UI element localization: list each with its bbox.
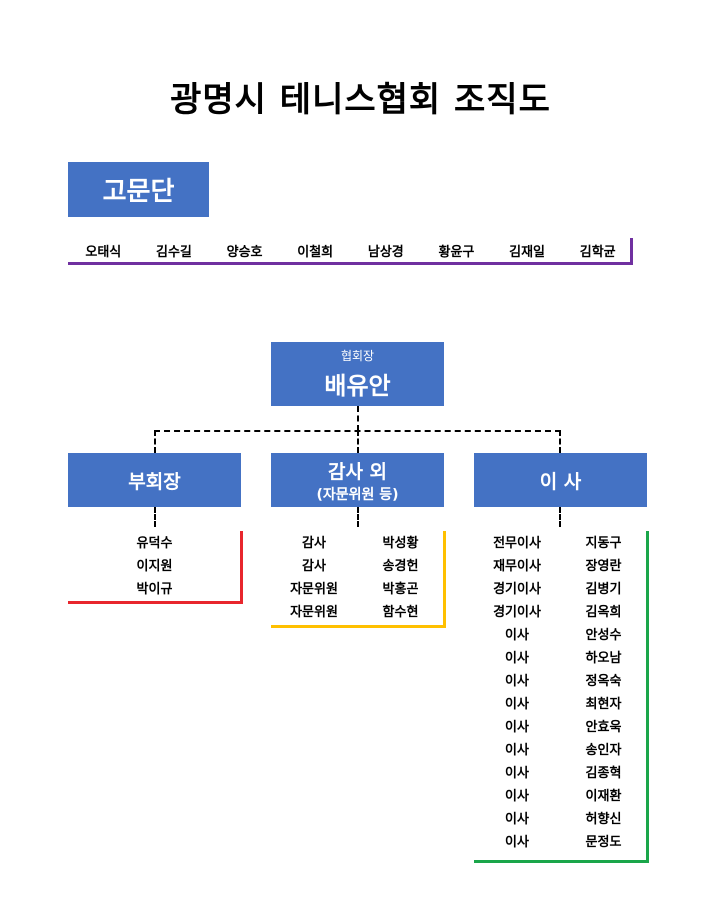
connector-director-members — [559, 507, 561, 527]
audit-member-list: 감사 박성황 감사 송경헌 자문위원 박홍곤 자문위원 함수현 — [271, 532, 444, 624]
director-member-role: 전무이사 — [493, 536, 541, 551]
president-name: 배유안 — [324, 372, 391, 400]
director-member-name: 허향신 — [585, 812, 622, 827]
director-member-role: 이사 — [505, 789, 529, 804]
director-member-row: 이사 문정도 — [474, 831, 647, 854]
advisor-member-list: 오태식 김수길 양승호 이철희 남상경 황윤구 김재일 김학균 — [68, 241, 633, 261]
vice-president-label: 부회장 — [128, 470, 181, 493]
connector-audit-members — [357, 507, 359, 527]
audit-box: 감사 외 (자문위원 등) — [271, 453, 444, 507]
advisor-member: 김수길 — [155, 245, 192, 260]
vice-underline — [68, 601, 243, 604]
advisor-member: 남상경 — [367, 245, 404, 260]
connector-to-vice — [154, 430, 156, 453]
connector-president-down — [357, 406, 359, 431]
audit-member-role: 감사 — [302, 536, 326, 551]
vice-member-list: 유덕수 이지원 박이규 — [68, 532, 241, 601]
director-member-role: 이사 — [505, 766, 529, 781]
director-member-name: 안효욱 — [585, 720, 622, 735]
director-member-name: 안성수 — [585, 628, 622, 643]
page-title: 광명시 테니스협회 조직도 — [170, 80, 551, 120]
director-member-role: 이사 — [505, 651, 529, 666]
director-member-row: 이사 안효욱 — [474, 716, 647, 739]
audit-bracket — [443, 531, 446, 628]
director-bracket — [646, 531, 649, 863]
director-underline — [474, 860, 649, 863]
director-member-row: 경기이사 김옥희 — [474, 601, 647, 624]
president-role: 협회장 — [340, 349, 375, 363]
president-box: 협회장 배유안 — [271, 342, 444, 406]
audit-member-role: 자문위원 — [290, 582, 338, 597]
vice-member: 이지원 — [136, 559, 173, 574]
audit-member-row: 자문위원 박홍곤 — [271, 578, 444, 601]
director-member-role: 이사 — [505, 720, 529, 735]
director-member-name: 하오남 — [585, 651, 622, 666]
audit-member-role: 자문위원 — [290, 605, 338, 620]
director-member-role: 이사 — [505, 743, 529, 758]
audit-member-name: 함수현 — [382, 605, 419, 620]
director-member-role: 경기이사 — [493, 582, 541, 597]
director-member-row: 재무이사 장영란 — [474, 555, 647, 578]
vice-member: 박이규 — [136, 582, 173, 597]
director-member-row: 이사 허향신 — [474, 808, 647, 831]
audit-label: 감사 외 — [327, 460, 388, 483]
director-member-role: 이사 — [505, 697, 529, 712]
director-member-row: 이사 최현자 — [474, 693, 647, 716]
director-member-name: 장영란 — [585, 559, 622, 574]
director-member-row: 이사 김종혁 — [474, 762, 647, 785]
director-member-name: 김옥희 — [585, 605, 622, 620]
connector-vice-members — [154, 507, 156, 527]
advisor-member: 이철희 — [297, 245, 334, 260]
audit-sublabel: (자문위원 등) — [316, 486, 399, 503]
connector-to-directors — [559, 430, 561, 453]
vice-bracket — [240, 531, 243, 604]
advisor-member: 양승호 — [226, 245, 263, 260]
advisor-underline — [68, 262, 633, 265]
advisor-member: 김재일 — [509, 245, 545, 260]
director-member-role: 이사 — [505, 628, 529, 643]
director-member-row: 이사 정옥숙 — [474, 670, 647, 693]
directors-label: 이 사 — [539, 470, 582, 493]
director-member-name: 문정도 — [585, 835, 622, 850]
director-member-role: 이사 — [505, 812, 529, 827]
director-member-name: 지동구 — [585, 536, 622, 551]
advisor-member: 황윤구 — [438, 245, 475, 260]
director-member-role: 이사 — [505, 674, 529, 689]
director-member-row: 경기이사 김병기 — [474, 578, 647, 601]
director-member-name: 이재환 — [585, 789, 622, 804]
advisor-heading-box: 고문단 — [68, 162, 209, 217]
director-member-role: 이사 — [505, 835, 529, 850]
connector-to-audit — [357, 430, 359, 453]
audit-member-role: 감사 — [302, 559, 326, 574]
advisor-bracket-end — [630, 238, 633, 265]
director-member-role: 경기이사 — [493, 605, 541, 620]
director-member-row: 이사 송인자 — [474, 739, 647, 762]
audit-member-row: 자문위원 함수현 — [271, 601, 444, 624]
director-member-name: 김종혁 — [585, 766, 622, 781]
advisor-member: 오태식 — [85, 245, 122, 260]
vice-president-box: 부회장 — [68, 453, 241, 507]
director-member-row: 이사 이재환 — [474, 785, 647, 808]
audit-member-name: 박성황 — [382, 536, 419, 551]
director-member-name: 정옥숙 — [585, 674, 622, 689]
director-member-row: 이사 안성수 — [474, 624, 647, 647]
director-member-name: 최현자 — [585, 697, 622, 712]
director-member-row: 이사 하오남 — [474, 647, 647, 670]
vice-member: 유덕수 — [136, 536, 173, 551]
director-member-name: 송인자 — [585, 743, 622, 758]
audit-member-name: 박홍곤 — [382, 582, 419, 597]
audit-underline — [271, 625, 446, 628]
directors-box: 이 사 — [474, 453, 647, 507]
audit-member-row: 감사 송경헌 — [271, 555, 444, 578]
director-member-row: 전무이사 지동구 — [474, 532, 647, 555]
director-member-name: 김병기 — [585, 582, 622, 597]
audit-member-row: 감사 박성황 — [271, 532, 444, 555]
audit-member-name: 송경헌 — [382, 559, 419, 574]
advisor-member: 김학균 — [579, 245, 616, 260]
director-member-role: 재무이사 — [493, 559, 541, 574]
